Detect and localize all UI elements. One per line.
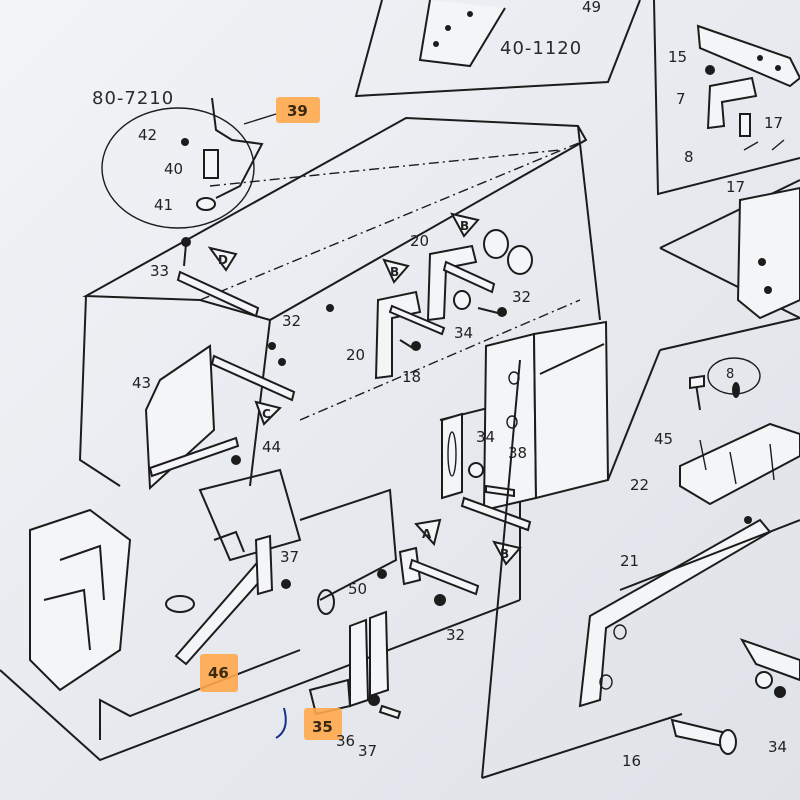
label-16: 16 bbox=[622, 752, 641, 770]
svg-text:D: D bbox=[218, 253, 228, 267]
label-17-top: 17 bbox=[764, 114, 783, 132]
marker-D: D bbox=[207, 246, 238, 272]
highlight-35 bbox=[304, 708, 342, 740]
ref-80-7210: 80-7210 bbox=[92, 88, 174, 109]
ref-49-partial: 49 bbox=[582, 0, 601, 16]
machine-body bbox=[0, 116, 601, 762]
marker-C: C bbox=[254, 400, 282, 426]
label-8-top: 8 bbox=[684, 148, 694, 166]
label-34-right: 34 bbox=[768, 738, 787, 756]
label-43: 43 bbox=[132, 374, 151, 392]
ref-40-1120: 40-1120 bbox=[500, 38, 582, 59]
marker-B-lower: B bbox=[492, 540, 522, 566]
label-17-lower: 17 bbox=[726, 178, 745, 196]
label-41: 41 bbox=[154, 196, 173, 214]
inset-40-1120: 40-1120 49 bbox=[354, 0, 641, 98]
inset-top-right: 15 7 17 8 17 bbox=[653, 0, 800, 320]
label-45: 45 bbox=[654, 430, 673, 448]
label-40: 40 bbox=[164, 160, 183, 178]
detail-circle-80-7210: 80-7210 42 40 41 39 bbox=[92, 88, 320, 229]
label-20-left: 20 bbox=[346, 346, 365, 364]
label-34-upper: 34 bbox=[454, 324, 473, 342]
label-21: 21 bbox=[620, 552, 639, 570]
svg-text:A: A bbox=[422, 527, 432, 541]
highlight-39 bbox=[276, 97, 320, 123]
label-35: 35 bbox=[312, 718, 333, 736]
marker-B-upper: B bbox=[450, 212, 480, 238]
marker-A: A bbox=[414, 518, 442, 547]
right-assembly: 8 45 22 21 16 34 bbox=[481, 317, 800, 779]
label-32-upper: 32 bbox=[512, 288, 531, 306]
label-15: 15 bbox=[668, 48, 687, 66]
label-37-bottom: 37 bbox=[358, 742, 377, 760]
label-32-lower: 32 bbox=[446, 626, 465, 644]
label-36: 36 bbox=[336, 732, 355, 750]
label-44: 44 bbox=[262, 438, 281, 456]
label-7: 7 bbox=[676, 90, 686, 108]
label-32-left: 32 bbox=[282, 312, 301, 330]
marker-B-mid: B bbox=[382, 258, 410, 284]
center-parts: 33 43 44 32 20 18 20 34 32 bbox=[132, 212, 610, 760]
label-8-circle: 8 bbox=[726, 367, 734, 382]
pen-mark bbox=[275, 707, 287, 739]
label-18: 18 bbox=[402, 368, 421, 386]
label-50: 50 bbox=[348, 580, 367, 598]
highlight-46 bbox=[200, 654, 238, 692]
label-22: 22 bbox=[630, 476, 649, 494]
label-46: 46 bbox=[208, 664, 229, 682]
label-20-upper: 20 bbox=[410, 232, 429, 250]
label-42: 42 bbox=[138, 126, 157, 144]
label-33: 33 bbox=[150, 262, 169, 280]
label-34-mid: 34 bbox=[476, 428, 495, 446]
svg-text:C: C bbox=[262, 407, 271, 421]
svg-text:B: B bbox=[460, 219, 469, 233]
label-37-mid: 37 bbox=[280, 548, 299, 566]
svg-text:B: B bbox=[390, 265, 399, 279]
label-39: 39 bbox=[287, 102, 308, 120]
svg-text:B: B bbox=[500, 547, 509, 561]
